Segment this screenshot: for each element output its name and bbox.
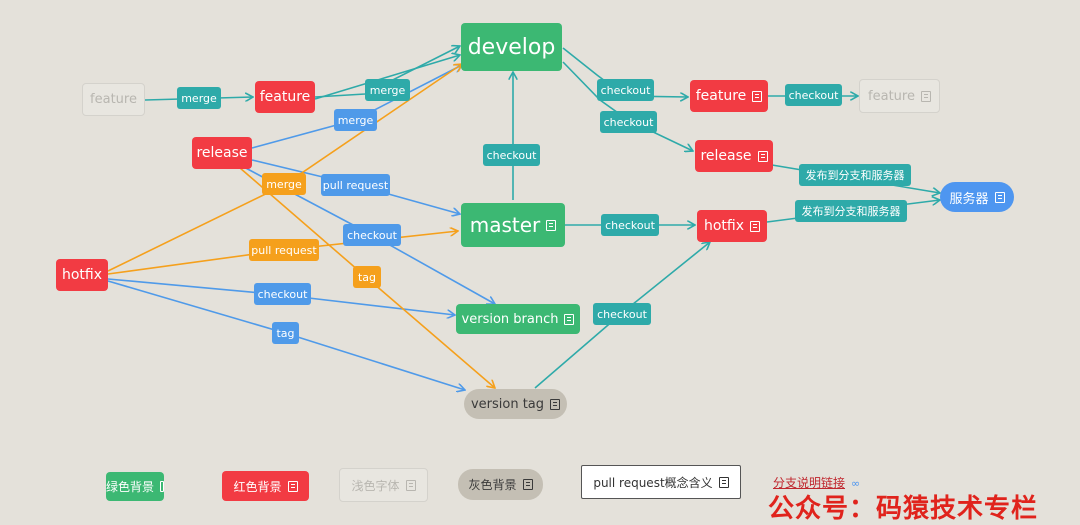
- note-icon: [994, 191, 1005, 203]
- tag-label[interactable]: tag: [353, 266, 381, 288]
- checkout-label[interactable]: checkout: [254, 283, 311, 305]
- pull-request-label[interactable]: pull request: [321, 174, 390, 196]
- legend-green-label: 绿色背景: [106, 480, 155, 494]
- version-tag-node[interactable]: version tag: [464, 389, 567, 419]
- merge-label[interactable]: merge: [334, 109, 377, 131]
- hotfix-right-node[interactable]: hotfix: [697, 210, 767, 242]
- feature-right-node[interactable]: feature: [690, 80, 768, 112]
- publish-text: 发布到分支和服务器: [801, 205, 901, 218]
- note-icon: [287, 480, 298, 492]
- hotfix-left-node[interactable]: hotfix: [56, 259, 108, 291]
- server-node[interactable]: 服务器: [940, 182, 1014, 212]
- legend-green: 绿色背景: [106, 472, 164, 501]
- checkout-label[interactable]: checkout: [597, 79, 654, 101]
- checkout-label[interactable]: checkout: [785, 84, 842, 106]
- develop-label: develop: [467, 34, 556, 60]
- note-icon: [752, 90, 763, 102]
- checkout-label[interactable]: checkout: [593, 303, 651, 325]
- checkout-text: checkout: [600, 83, 651, 97]
- note-icon: [718, 476, 729, 488]
- release-left-node[interactable]: release: [192, 137, 252, 169]
- link-icon: ∞: [851, 477, 861, 490]
- master-node[interactable]: master: [461, 203, 565, 247]
- checkout-text: checkout: [347, 228, 397, 242]
- merge-text: merge: [266, 177, 302, 191]
- release-left-label: release: [196, 145, 248, 161]
- tag-text: tag: [357, 270, 377, 284]
- feature-faint-left-node[interactable]: feature: [82, 83, 145, 116]
- legend-grey-label: 灰色背景: [468, 478, 517, 492]
- tag-text: tag: [276, 326, 295, 340]
- version-tag-label: version tag: [470, 396, 545, 412]
- edge-develop-to-release-right: [562, 61, 693, 151]
- watermark: 公众号：码猿技术专栏: [768, 494, 1039, 524]
- note-icon: [564, 313, 575, 325]
- legend-faint: 浅色字体: [339, 468, 428, 502]
- feature-faint-left-label: feature: [90, 92, 137, 107]
- legend-pull-request: pull request概念含义: [581, 465, 741, 499]
- hotfix-right-label: hotfix: [703, 218, 745, 234]
- note-icon: [757, 150, 768, 162]
- legend-faint-label: 浅色字体: [351, 478, 400, 493]
- feature-faint-right-label: feature: [868, 88, 915, 104]
- note-icon: [750, 220, 761, 232]
- pull-request-text: pull request: [322, 178, 389, 192]
- checkout-label[interactable]: checkout: [483, 144, 540, 166]
- legend-red-label: 红色背景: [233, 479, 282, 494]
- checkout-text: checkout: [605, 218, 655, 232]
- legend-red: 红色背景: [222, 471, 309, 501]
- merge-label[interactable]: merge: [262, 173, 306, 195]
- merge-label[interactable]: merge: [177, 87, 221, 109]
- note-icon: [160, 481, 164, 492]
- feature-left-node[interactable]: feature: [255, 81, 315, 113]
- note-icon: [550, 398, 561, 410]
- merge-label[interactable]: merge: [365, 79, 410, 101]
- checkout-text: checkout: [603, 115, 654, 129]
- release-right-node[interactable]: release: [695, 140, 773, 172]
- pull-request-label[interactable]: pull request: [249, 239, 319, 261]
- checkout-text: checkout: [597, 307, 647, 321]
- pull-request-text: pull request: [251, 243, 317, 257]
- note-icon: [920, 90, 931, 102]
- version-branch-node[interactable]: version branch: [456, 304, 580, 334]
- legend-grey: 灰色背景: [458, 469, 543, 500]
- merge-text: merge: [181, 91, 217, 105]
- publish-text: 发布到分支和服务器: [805, 169, 905, 182]
- note-icon: [546, 219, 557, 231]
- publish-label[interactable]: 发布到分支和服务器: [795, 200, 907, 222]
- merge-text: merge: [337, 113, 374, 127]
- legend-pull-request-label: pull request概念含义: [593, 475, 713, 490]
- note-icon: [522, 479, 533, 490]
- edge-feature-to-develop-2: [314, 55, 460, 100]
- checkout-label[interactable]: checkout: [601, 214, 659, 236]
- checkout-text: checkout: [257, 287, 308, 301]
- branch-doc-link[interactable]: 分支说明链接 ∞: [773, 474, 860, 491]
- checkout-label[interactable]: checkout: [600, 111, 657, 133]
- feature-right-label: feature: [695, 88, 747, 104]
- develop-node[interactable]: develop: [461, 23, 562, 71]
- checkout-text: checkout: [486, 148, 537, 162]
- checkout-label[interactable]: checkout: [343, 224, 401, 246]
- publish-label[interactable]: 发布到分支和服务器: [799, 164, 911, 186]
- hotfix-left-label: hotfix: [61, 267, 103, 283]
- checkout-text: checkout: [788, 88, 839, 102]
- note-icon: [405, 479, 416, 491]
- master-label: master: [469, 213, 541, 237]
- tag-label[interactable]: tag: [272, 322, 299, 344]
- merge-text: merge: [369, 83, 406, 97]
- branch-doc-link-text: 分支说明链接: [773, 476, 846, 490]
- release-right-label: release: [700, 148, 752, 164]
- feature-faint-right-node[interactable]: feature: [859, 79, 940, 113]
- server-label: 服务器: [949, 191, 989, 207]
- feature-left-label: feature: [259, 89, 311, 105]
- version-branch-label: version branch: [461, 311, 559, 327]
